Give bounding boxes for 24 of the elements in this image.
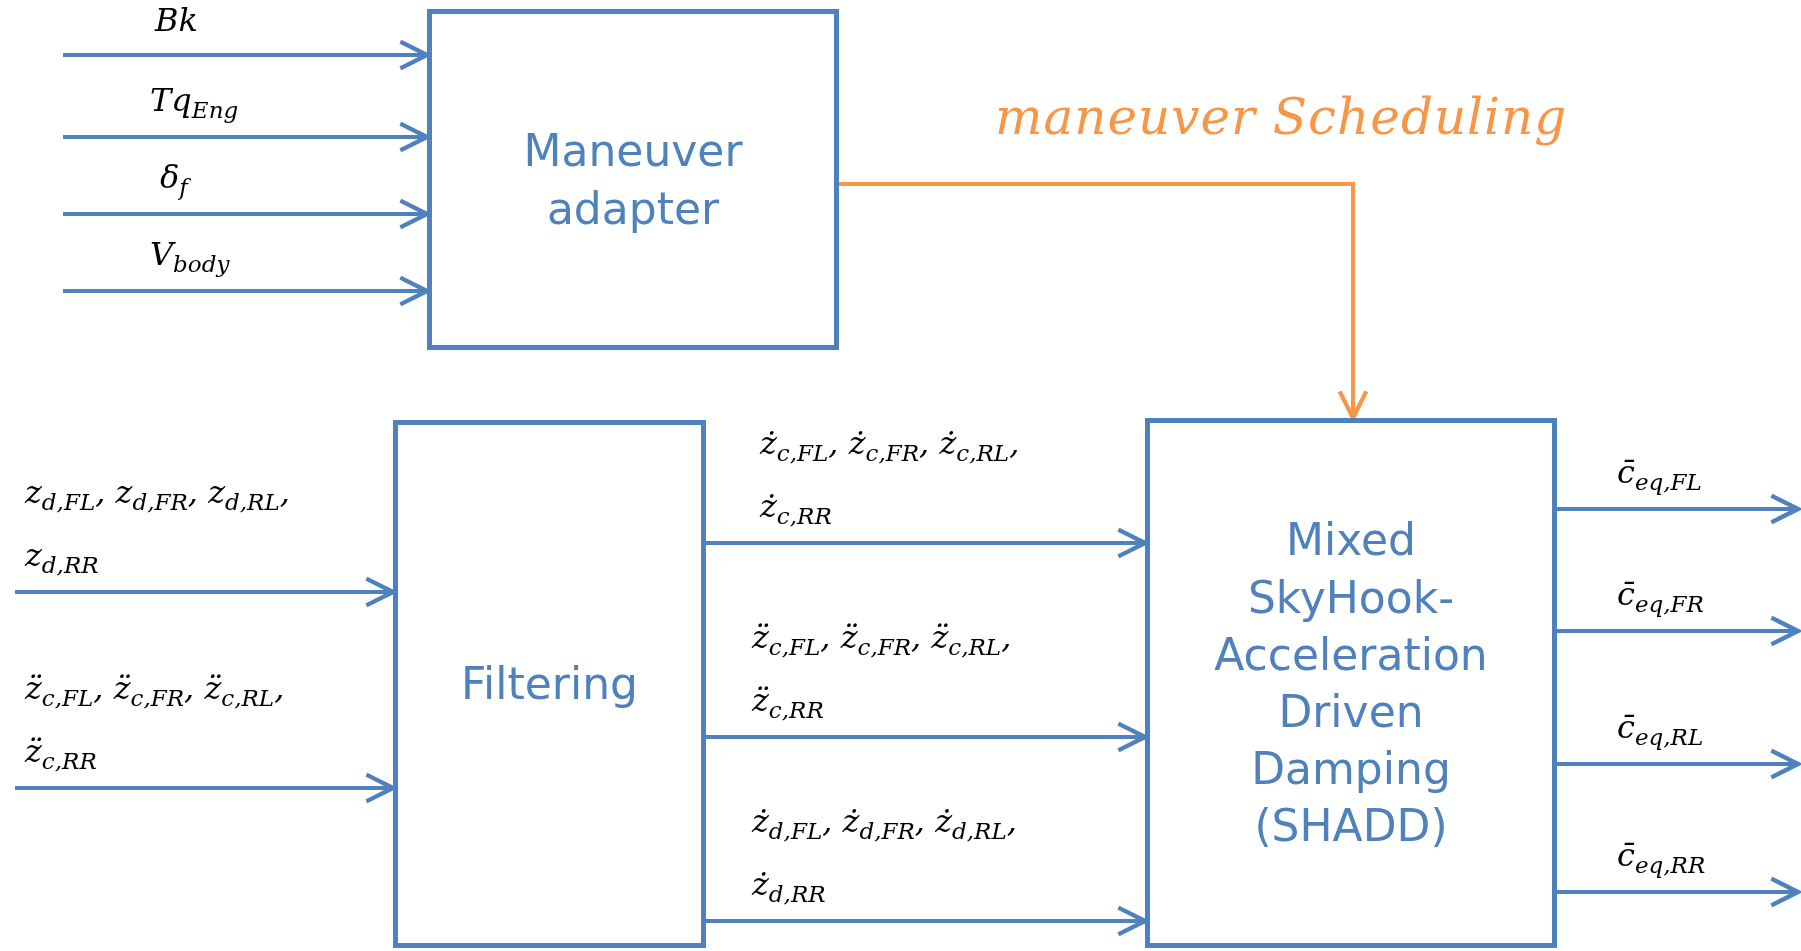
edge-label: maneuver Scheduling (995, 90, 1568, 145)
arrow (1557, 748, 1801, 780)
edge-label: z̈$_{c,FL}$, z̈$_{c,FR}$, z̈$_{c,RL}$, z̈$_{c,RR}$ (25, 667, 286, 777)
arrow (1557, 876, 1801, 908)
arrow (1557, 493, 1801, 525)
edge-label: ż$_{d,FL}$, ż$_{d,FR}$, ż$_{d,RL}$, ż$_{d,RR}$ (752, 800, 1018, 910)
box-label: Filtering (460, 657, 639, 712)
process-box (393, 420, 706, 948)
edge-label: Bk (155, 0, 199, 42)
edge-label: V$_{body}$ (150, 233, 231, 280)
edge-label: c̄$_{eq,FL}$ (1617, 451, 1703, 498)
edge-label: z$_{d,FL}$, z$_{d,FR}$, z$_{d,RL}$, z$_{d,RR}$ (25, 471, 291, 581)
box-label: Mixed SkyHook-Acceleration Driven Damping (SHADD) (1213, 513, 1489, 854)
edge-label: c̄$_{eq,RR}$ (1617, 834, 1707, 881)
edge-label: c̄$_{eq,RL}$ (1617, 706, 1705, 753)
process-box (1145, 418, 1557, 948)
box-label: Maneuver adapter (522, 124, 744, 236)
edge-label: δ$_{f}$ (160, 146, 360, 210)
edge-label: c̄$_{eq,FR}$ (1617, 573, 1705, 620)
edge-label: ż$_{c,FL}$, ż$_{c,FR}$, ż$_{c,RL}$, ż$_{c,RR}$ (760, 422, 1021, 532)
edge-label: z̈$_{c,FL}$, z̈$_{c,FR}$, z̈$_{c,RL}$, z̈$_{c,RR}$ (752, 616, 1013, 726)
arrow (1557, 615, 1801, 647)
edge-label: Tq$_{Eng}$ (150, 79, 240, 126)
process-box (427, 9, 839, 350)
